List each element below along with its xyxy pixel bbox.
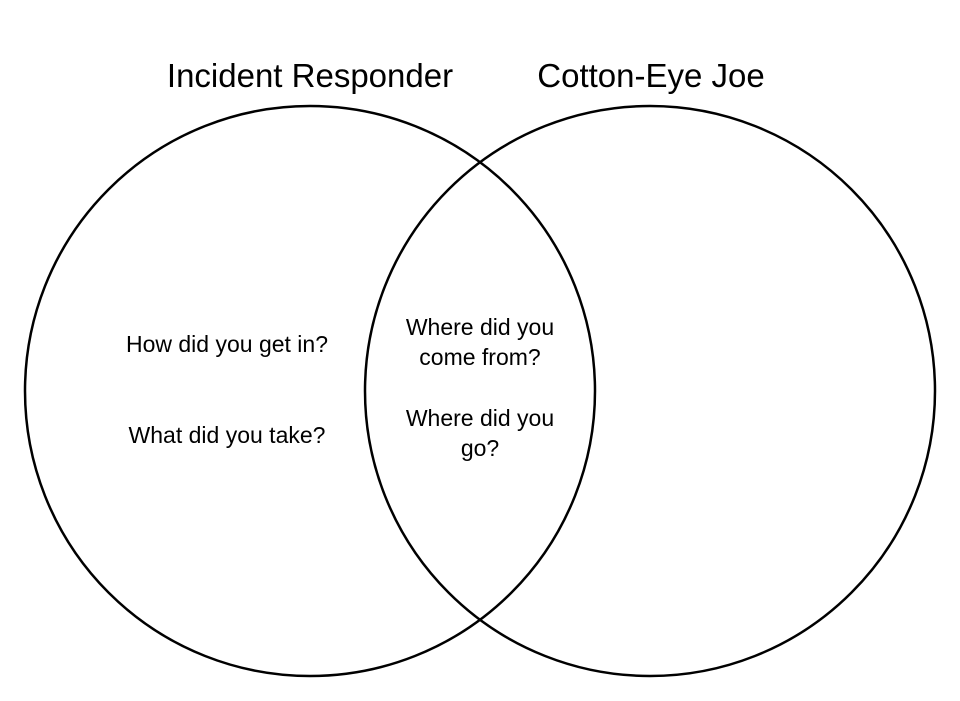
circle-cotton-eye-joe [363,104,937,678]
left-only-item: How did you get in? [97,329,357,359]
left-only-text: How did you get in? [125,331,328,357]
set-title-incident-responder: Incident Responder [166,57,454,94]
left-only-text: What did you take? [128,422,326,448]
intersection-item: Where did you go? [390,403,570,463]
intersection-text: Where did you come from? [405,314,555,370]
set-title-cotton-eye-joe: Cotton-Eye Joe [537,57,765,94]
left-only-item: What did you take? [97,420,357,450]
intersection-item: Where did you come from? [390,312,570,372]
intersection-text: Where did you go? [405,405,555,461]
circle-incident-responder [23,104,597,678]
